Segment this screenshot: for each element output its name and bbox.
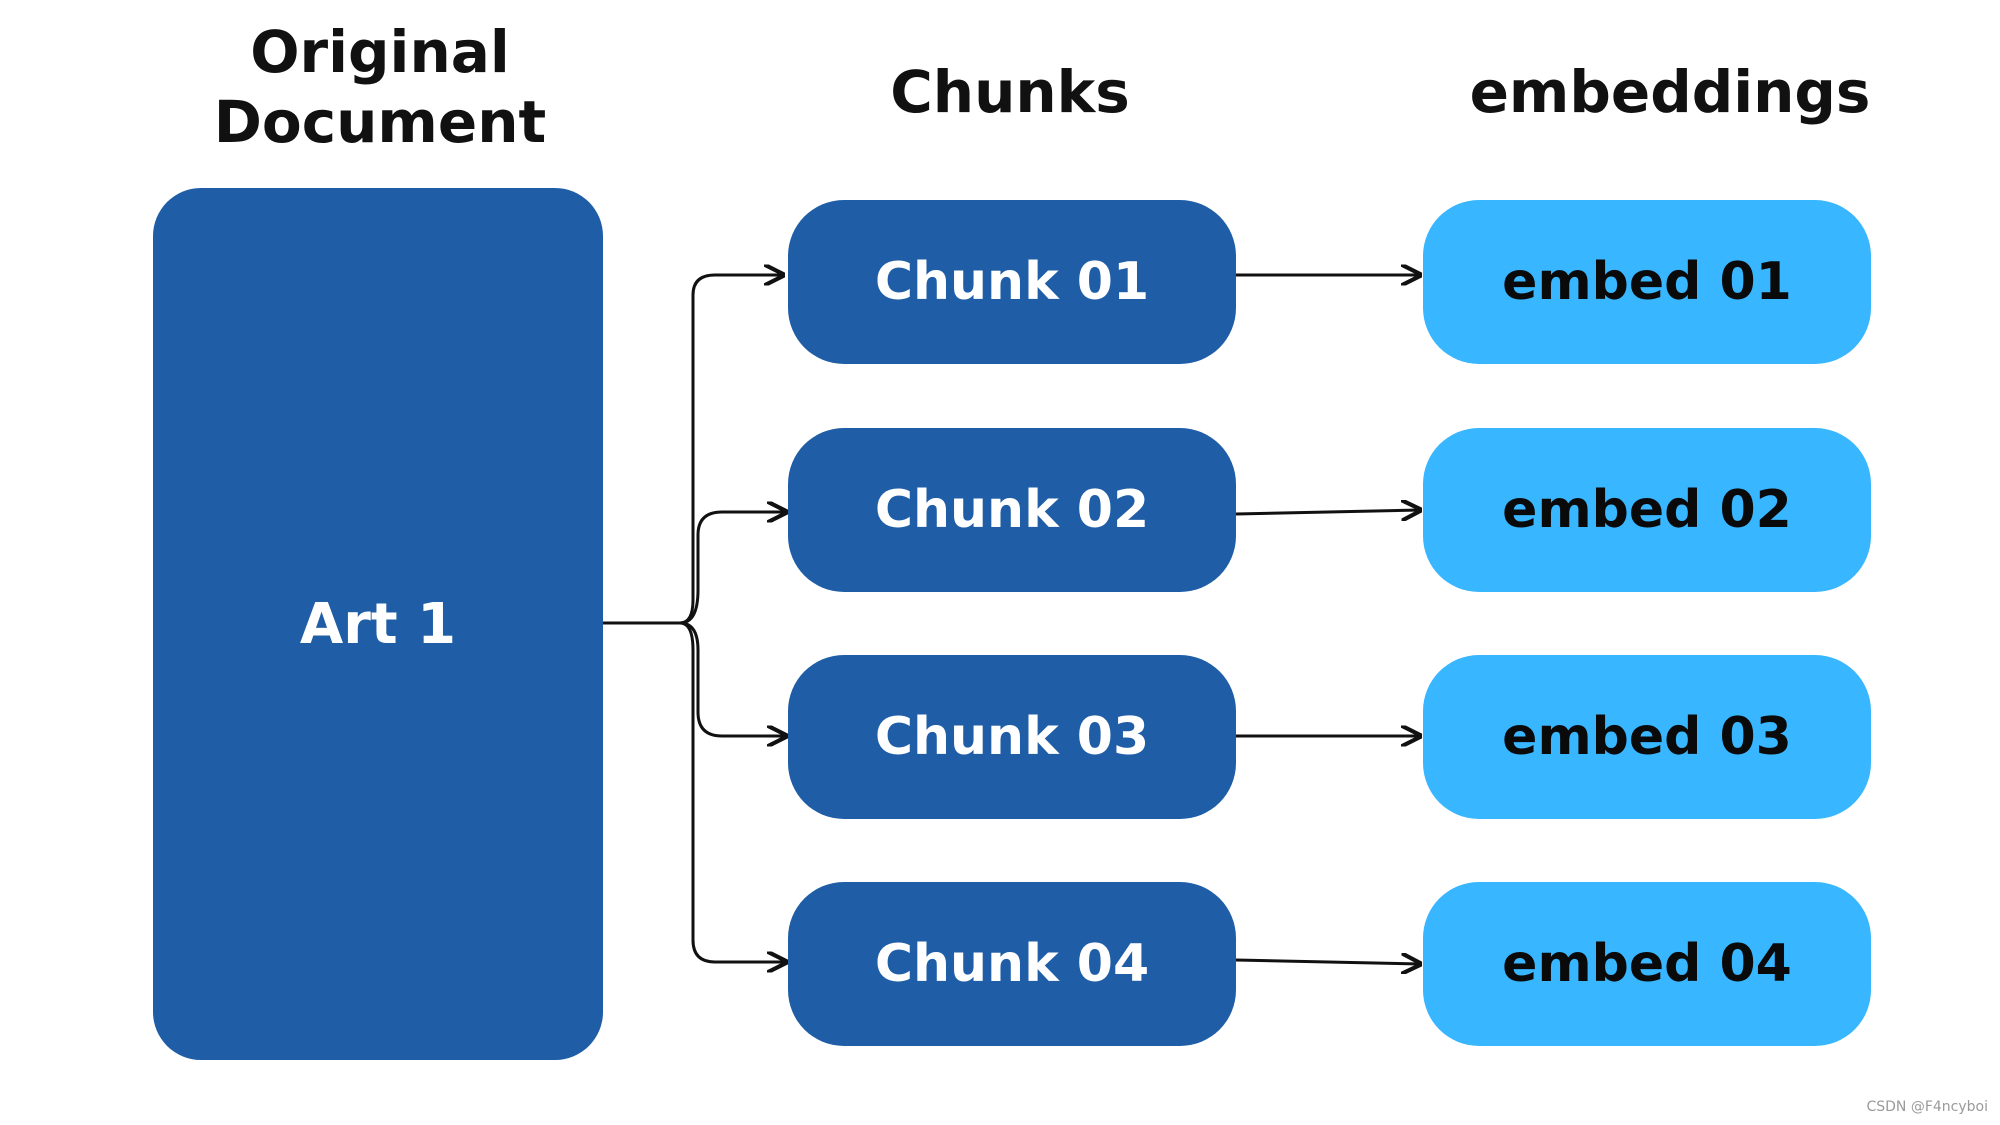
chunk-box-03: Chunk 03 — [788, 655, 1236, 819]
arrow-chunk04-embed04 — [1235, 960, 1420, 964]
embed-label: embed 01 — [1502, 252, 1792, 312]
embeddings-heading: embeddings — [1469, 58, 1871, 126]
embed-label: embed 04 — [1502, 934, 1792, 994]
original-heading-line2: Document — [213, 87, 547, 156]
document-label: Art 1 — [299, 591, 457, 657]
chunks-heading: Chunks — [890, 58, 1130, 126]
chunk-box-01: Chunk 01 — [788, 200, 1236, 364]
embed-box-03: embed 03 — [1423, 655, 1871, 819]
original-document-heading: Original Document — [150, 18, 610, 157]
watermark-text: CSDN @F4ncyboi — [1866, 1099, 1988, 1115]
branch-to-chunk-03 — [679, 621, 786, 736]
chunk-box-04: Chunk 04 — [788, 882, 1236, 1046]
chunk-label: Chunk 01 — [874, 252, 1150, 312]
arrow-chunk02-embed02 — [1235, 510, 1420, 514]
original-heading-line1: Original — [250, 18, 510, 86]
embed-label: embed 03 — [1502, 707, 1792, 767]
embed-box-04: embed 04 — [1423, 882, 1871, 1046]
chunk-label: Chunk 03 — [874, 707, 1150, 767]
embed-label: embed 02 — [1502, 480, 1792, 540]
original-document-box: Art 1 — [153, 188, 603, 1060]
embed-box-01: embed 01 — [1423, 200, 1871, 364]
branch-to-chunk-04 — [679, 621, 786, 962]
branch-to-chunk-02 — [679, 512, 786, 625]
branch-to-chunk-01 — [679, 275, 783, 625]
chunk-box-02: Chunk 02 — [788, 428, 1236, 592]
chunk-label: Chunk 04 — [874, 934, 1150, 994]
embed-box-02: embed 02 — [1423, 428, 1871, 592]
chunk-label: Chunk 02 — [874, 480, 1150, 540]
